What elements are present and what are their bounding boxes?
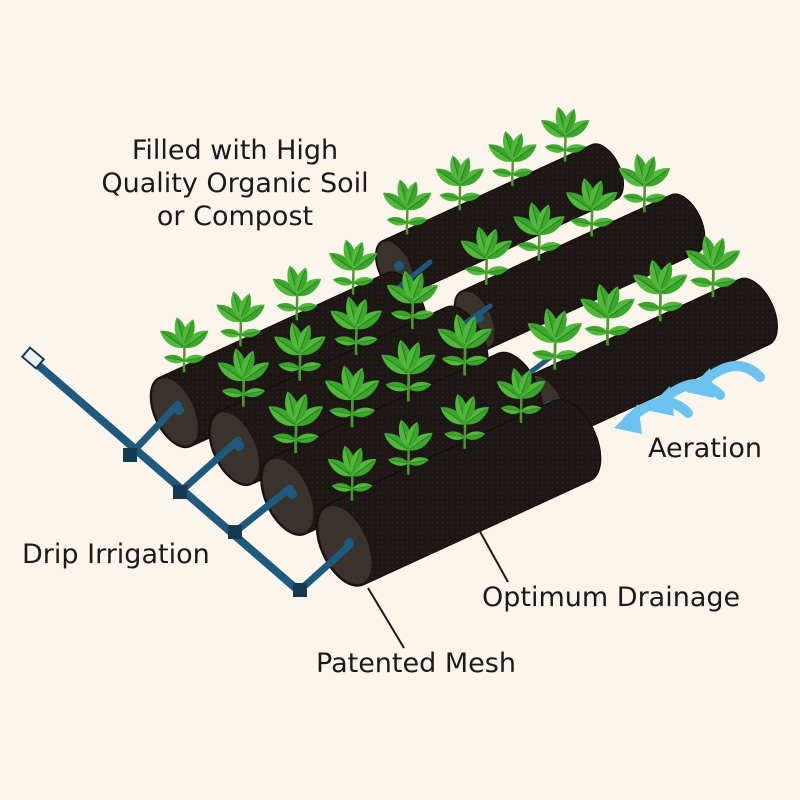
leader-lines [367,527,509,649]
drip-pipe-icon [20,259,555,597]
branch-pipe [231,484,294,536]
branch-pipe [176,436,242,496]
drip-irrigation-label: Drip Irrigation [22,539,210,570]
aeration-label: Aeration [648,433,762,464]
optimum-drainage-label: Optimum Drainage [482,582,741,613]
soil-fill-line-3: or Compost [156,201,314,232]
arrow-head [614,404,642,434]
arrow-head [686,368,714,398]
pipe-joint [293,583,307,597]
mesh-leader-line [367,587,405,649]
pipe-joint [173,485,187,499]
branch-pipe [296,541,354,594]
drainage-leader-line [477,527,509,583]
soil-fill-line-1: Filled with High [131,135,339,166]
patented-mesh-label: Patented Mesh [316,648,516,679]
soil-fill-line-2: Quality Organic Soil [101,168,369,199]
bag-inlet [394,261,404,271]
arrow-head [646,386,674,416]
grow-bag-body [315,398,602,587]
main-pipe [26,354,304,596]
pipe-joint [123,448,137,462]
aeration-arrow-icon [614,361,765,434]
branch-pipe [126,400,182,459]
pipe-cap [20,346,46,370]
soil-fill-label: Filled with High Quality Organic Soil or… [70,134,400,233]
pipe-joint [228,525,242,539]
